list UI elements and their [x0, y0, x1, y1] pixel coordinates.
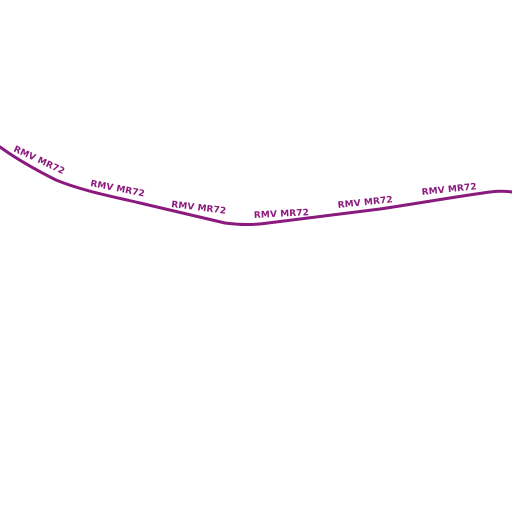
route-label: RMV MR72 [254, 208, 310, 221]
route-line-rmv-mr72[interactable] [0, 145, 512, 226]
route-label: RMV MR72 [171, 200, 227, 217]
